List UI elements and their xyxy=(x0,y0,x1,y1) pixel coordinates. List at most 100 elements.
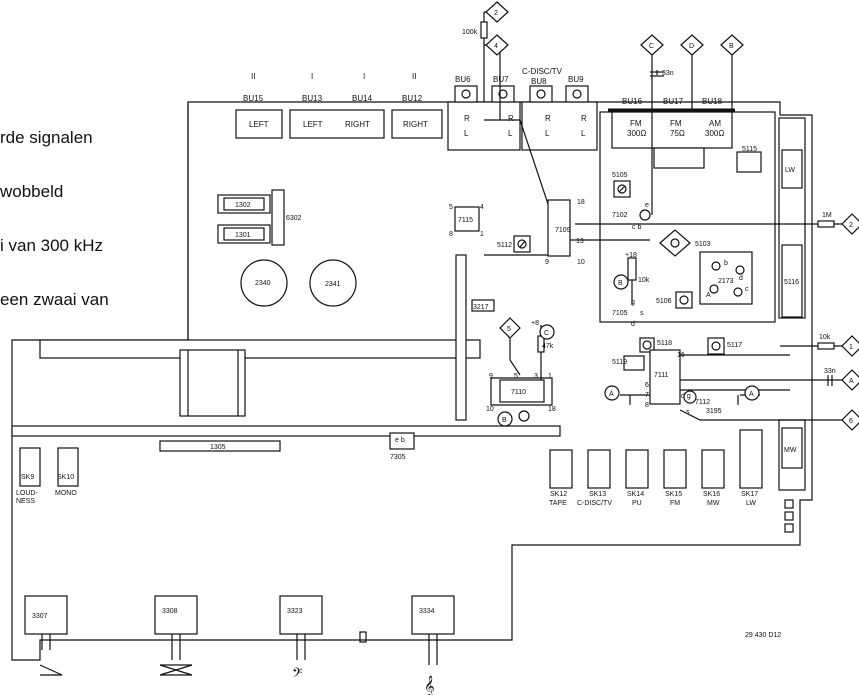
switch-sk16-body xyxy=(701,449,725,489)
pin-7: 7 xyxy=(645,392,649,399)
upper-rail xyxy=(39,339,481,359)
label-r-2: R xyxy=(508,114,514,123)
side-text-3: i van 300 kHz xyxy=(0,236,103,255)
label-sk15-text: FM xyxy=(670,500,680,507)
label-fm-75-val: 75Ω xyxy=(670,129,685,138)
part-1305 xyxy=(159,440,281,452)
label-7115: 7115 xyxy=(458,217,473,224)
label-5103: 5103 xyxy=(695,241,711,248)
label-l-1: L xyxy=(464,129,469,138)
pin-dg: d g xyxy=(681,393,691,400)
label-bu13: BU13 xyxy=(302,94,323,103)
label-bu14: BU14 xyxy=(352,94,373,103)
transistor-7305-box xyxy=(389,432,415,450)
pin-8b: 8 xyxy=(645,402,649,409)
pin-1: 1 xyxy=(480,231,484,238)
label-sk16: SK16 xyxy=(703,491,720,498)
label-5118: 5118 xyxy=(657,340,672,347)
pin-5b: 5 xyxy=(514,373,518,380)
label-3308: 3308 xyxy=(162,608,178,615)
cap-2341 xyxy=(309,259,357,307)
side-text-2: wobbeld xyxy=(0,182,64,201)
pin-10b: 10 xyxy=(486,406,494,413)
heatsink xyxy=(179,349,246,417)
coil-lw xyxy=(781,149,803,189)
label-bu7: BU7 xyxy=(493,75,509,84)
label-1305: 1305 xyxy=(210,444,226,451)
pin-3: 3 xyxy=(534,373,538,380)
label-drawing-number: 29 430 D12 xyxy=(745,632,781,639)
connector-left-right-block xyxy=(289,109,385,139)
label-1302: 1302 xyxy=(235,202,251,209)
cap-2340 xyxy=(240,259,288,307)
bass-clef-icon: 𝄢 xyxy=(292,667,302,684)
side-text-4: een zwaai van xyxy=(0,290,109,309)
label-1301: 1301 xyxy=(235,232,251,239)
marker-1-right: 1 xyxy=(849,344,853,351)
label-l-4: L xyxy=(581,129,586,138)
label-33n-right: 33n xyxy=(824,368,836,375)
ic-7111 xyxy=(649,349,681,405)
label-33n: 33n xyxy=(662,70,674,77)
pin-9b: 9 xyxy=(489,373,493,380)
label-r-3: R xyxy=(545,114,551,123)
label-5115: 5115 xyxy=(742,146,757,153)
label-left-2: LEFT xyxy=(303,120,323,129)
label-l-2: L xyxy=(508,129,513,138)
pin-cb: c b xyxy=(632,224,641,231)
marker-6-right: 6 xyxy=(849,418,853,425)
label-bu15-roman: II xyxy=(251,72,255,81)
pin-5: 5 xyxy=(449,204,453,211)
label-bu12-roman: II xyxy=(412,72,416,81)
pin-18: 18 xyxy=(577,199,585,206)
pin-18b: 18 xyxy=(548,406,556,413)
marker-5: 5 xyxy=(507,326,511,333)
side-text-1: rde signalen xyxy=(0,128,93,147)
label-fm-300-val: 300Ω xyxy=(627,129,646,138)
switch-sk9-body xyxy=(19,447,41,487)
label-am-val: 300Ω xyxy=(705,129,724,138)
pin-s: s xyxy=(640,310,644,317)
marker-a-mid: A xyxy=(749,391,754,398)
label-am: AM xyxy=(709,119,721,128)
label-7305: 7305 xyxy=(390,454,406,461)
label-cdisc-tv: C-DISC/TV xyxy=(522,67,563,76)
marker-a-left: A xyxy=(609,391,614,398)
marker-c-top: C xyxy=(649,43,654,50)
label-plus18: +18 xyxy=(625,252,637,259)
pot-3323-body xyxy=(279,595,323,635)
pin-13: 13 xyxy=(576,238,584,245)
pin-10: 10 xyxy=(577,259,585,266)
coil-5115 xyxy=(736,151,762,173)
label-sk9: SK9 xyxy=(21,474,34,481)
label-bu17: BU17 xyxy=(663,97,684,106)
label-3217: 3217 xyxy=(473,304,489,311)
label-bu14-roman: I xyxy=(363,72,365,81)
label-7109: 7109 xyxy=(555,227,571,234)
switch-sk15-body xyxy=(663,449,687,489)
label-sk16-text: MW xyxy=(707,500,720,507)
switch-sk14-body xyxy=(625,449,649,489)
label-3334: 3334 xyxy=(419,608,435,615)
label-bu8: BU8 xyxy=(531,77,547,86)
label-bu16: BU16 xyxy=(622,97,643,106)
pin-a-trimmer: A xyxy=(706,292,711,299)
vertical-bar-3217 xyxy=(455,254,467,421)
label-bu9: BU9 xyxy=(568,75,584,84)
pin-8: 8 xyxy=(449,231,453,238)
pin-g: g xyxy=(631,299,635,306)
label-7305-pins: e b xyxy=(395,437,405,444)
marker-b-top: B xyxy=(729,43,734,50)
label-left-1: LEFT xyxy=(249,120,269,129)
pin-s-7112: s xyxy=(686,409,690,416)
jacks-block-1 xyxy=(447,101,521,151)
connector-left-block xyxy=(235,109,283,139)
pot-3334-body xyxy=(411,595,455,635)
pin-16: 16 xyxy=(677,352,685,359)
coil-mw xyxy=(781,427,803,469)
label-sk10: SK10 xyxy=(57,474,74,481)
marker-d-top: D xyxy=(689,43,694,50)
label-5105: 5105 xyxy=(612,172,628,179)
marker-a-right: A xyxy=(849,378,854,385)
